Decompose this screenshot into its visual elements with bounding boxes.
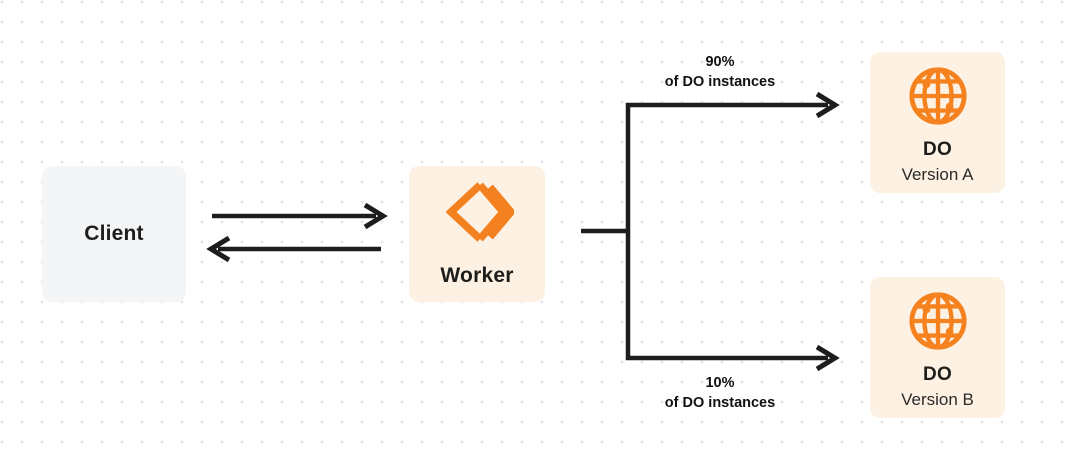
globe-icon <box>907 290 969 352</box>
cloudflare-workers-icon <box>440 180 514 244</box>
node-worker[interactable]: Worker <box>409 166 545 302</box>
globe-icon <box>907 65 969 127</box>
edge-label-do-b-description: of DO instances <box>664 395 776 411</box>
arrow-worker-to-do-a <box>626 91 840 119</box>
arrow-client-to-worker <box>212 202 388 230</box>
branch-connector <box>581 103 631 360</box>
edge-label-do-b: 10% of DO instances <box>630 373 810 413</box>
edge-label-do-a: 90% of DO instances <box>630 52 810 92</box>
arrow-worker-to-client <box>206 235 381 263</box>
edge-label-do-b-percent: 10% <box>705 375 735 391</box>
node-client[interactable]: Client <box>42 166 186 302</box>
arrow-worker-to-do-b <box>626 344 840 372</box>
node-worker-label: Worker <box>440 264 514 287</box>
node-client-label: Client <box>84 222 144 245</box>
edge-label-do-a-percent: 90% <box>705 54 735 70</box>
node-do-a-sublabel: Version A <box>901 164 974 184</box>
node-do-version-a[interactable]: DO Version A <box>870 52 1005 193</box>
node-do-a-label: DO <box>922 138 953 160</box>
node-do-b-sublabel: Version B <box>901 389 974 409</box>
edge-label-do-a-description: of DO instances <box>664 74 776 90</box>
node-do-version-b[interactable]: DO Version B <box>870 277 1005 418</box>
node-do-b-label: DO <box>922 363 953 385</box>
